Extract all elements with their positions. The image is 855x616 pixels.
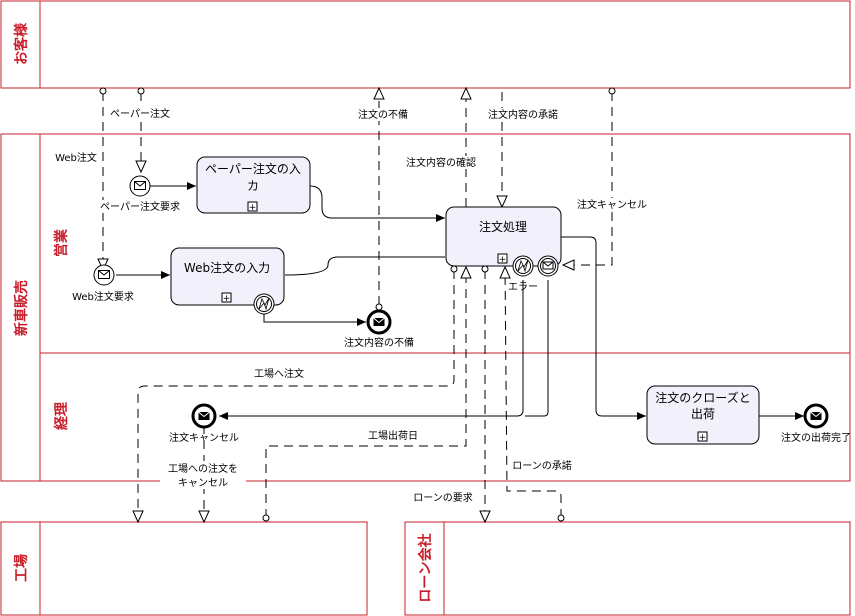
task-paper-order-entry[interactable]: ペーパー注文の入 カ + (196, 156, 311, 214)
end-event-shipped (803, 403, 829, 429)
label-order-defect: 注文の不備 (358, 108, 408, 121)
label-order-to-factory: 工場へ注文 (254, 367, 304, 380)
label-order-content-defect: 注文内容の不備 (344, 336, 414, 349)
subprocess-marker-icon (221, 292, 232, 303)
pool-factory-label: 工場 (13, 554, 30, 582)
lane-sales-label: 営業 (53, 228, 70, 257)
task-paper-order-entry-label-line2: カ (247, 179, 259, 193)
label-order-content-approval: 注文内容の承諾 (488, 108, 558, 121)
task-paper-order-entry-label: ペーパー注文の入 (205, 161, 301, 176)
message-boundary-event-cancel (537, 255, 559, 277)
task-order-close-ship-label-line2: 出荷 (691, 407, 715, 421)
label-paper-order: ペーパー注文 (110, 107, 170, 120)
task-web-order-entry-label: Web注文の入力 (184, 260, 270, 275)
lightning-icon (517, 259, 529, 273)
error-boundary-event-order (512, 255, 534, 277)
start-event-web-order (93, 264, 115, 286)
task-order-close-ship[interactable]: 注文のクローズと 出荷 + (646, 385, 760, 445)
pool-customer-label: お客様 (13, 22, 30, 65)
pool-loan-company: ローン会社 (404, 521, 851, 616)
label-loan-approval: ローンの承諾 (512, 459, 572, 472)
label-cancel-factory-order-2: キャンセル (178, 477, 228, 489)
task-order-processing[interactable]: 注文処理 + (445, 206, 562, 267)
pool-customer: お客様 (0, 0, 851, 89)
label-web-order-request: Web注文要求 (72, 290, 134, 303)
task-order-close-ship-label: 注文のクローズと (655, 390, 750, 405)
label-loan-request: ローンの要求 (413, 492, 473, 504)
label-cancel-factory-order-1: 工場への注文を (168, 462, 238, 475)
pool-loan-company-label: ローン会社 (417, 533, 434, 602)
message-flows (97, 86, 616, 524)
label-error: エラー (508, 281, 538, 293)
pool-sales-company: 新車販売 営業 経理 (0, 133, 851, 482)
label-order-cancel-msg: 注文キャンセル (577, 198, 647, 211)
pool-factory: 工場 (0, 521, 368, 616)
label-web-order: Web注文 (55, 151, 97, 164)
labels: ペーパー注文 Web注文 ペーパー注文要求 Web注文要求 注文の不備 注文内容… (55, 107, 851, 504)
plus-icon: + (499, 255, 507, 265)
label-factory-ship-date: 工場出荷日 (368, 429, 418, 442)
lane-accounting-label: 経理 (53, 402, 70, 430)
label-paper-order-request: ペーパー注文要求 (100, 200, 180, 213)
start-event-paper-order (129, 175, 151, 197)
plus-icon: + (699, 433, 707, 443)
plus-icon: + (223, 294, 231, 304)
end-event-order-defect (366, 309, 392, 335)
subprocess-marker-icon (497, 253, 508, 264)
lightning-icon (258, 297, 270, 311)
label-order-shipped-complete: 注文の出荷完了 (781, 431, 851, 444)
task-web-order-entry[interactable]: Web注文の入力 + (170, 247, 285, 306)
label-order-content-confirm: 注文内容の確認 (406, 156, 476, 169)
task-order-processing-label: 注文処理 (479, 219, 527, 234)
end-event-order-cancel (191, 403, 217, 429)
pool-sales-company-label: 新車販売 (13, 280, 30, 336)
subprocess-marker-icon (247, 201, 258, 212)
sequence-flows (116, 182, 804, 420)
label-order-cancel-end: 注文キャンセル (169, 431, 239, 444)
plus-icon: + (249, 203, 257, 213)
subprocess-marker-icon (697, 431, 708, 442)
error-boundary-event-web (253, 293, 275, 315)
